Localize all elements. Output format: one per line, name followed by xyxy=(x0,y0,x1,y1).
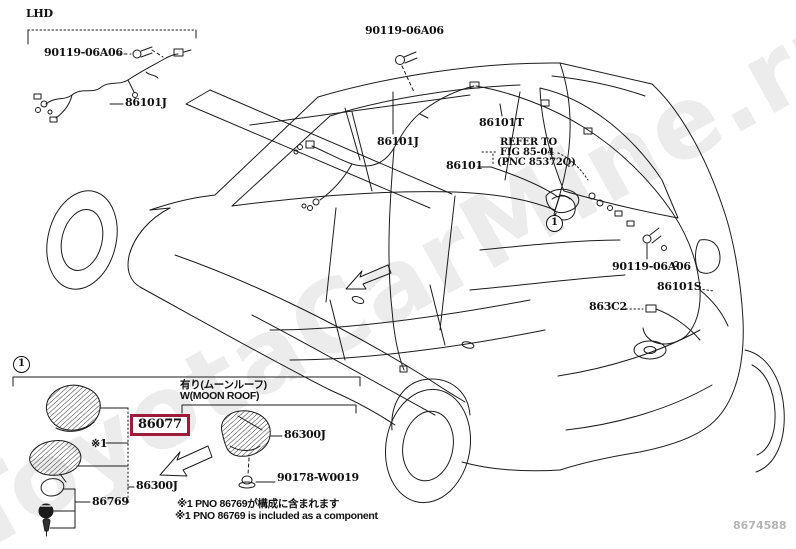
moonroof-lamp-drawing xyxy=(221,410,283,489)
moonroof-lamp-label[interactable]: 86300J xyxy=(284,428,326,441)
rear-harness-drawing xyxy=(475,85,729,345)
inset-bracket xyxy=(27,29,197,45)
callout-1-car[interactable]: 1 xyxy=(546,215,563,232)
lamp-assy-label[interactable]: 86300J xyxy=(136,479,178,492)
car-body-drawing xyxy=(46,62,785,504)
callout-1-section[interactable]: 1 xyxy=(13,356,30,373)
roof-harness-label[interactable]: 86101J xyxy=(377,135,419,148)
direction-arrow-car xyxy=(345,264,392,290)
direction-arrow-section xyxy=(159,445,213,477)
footnote-en: ※1 PNO 86769 is included as a component xyxy=(175,510,378,522)
ref-mark-label: ※1 xyxy=(91,437,108,450)
main-harness-label[interactable]: 86101 xyxy=(446,159,483,172)
highlighted-part-box[interactable]: 86077 xyxy=(130,414,190,436)
refer-note-line2: FIG 85-04 xyxy=(500,147,554,158)
inset-harness-label[interactable]: 86101J xyxy=(125,96,167,109)
section-bracket xyxy=(12,376,361,414)
moonroof-note-jp: 有り(ムーンルーフ) xyxy=(180,379,267,391)
bolt-right-label[interactable]: 90119-06A06 xyxy=(612,260,691,273)
nut-label[interactable]: 90178-W0019 xyxy=(277,471,359,484)
inset-harness-drawing xyxy=(33,46,192,123)
roof-harness-drawing xyxy=(293,51,480,373)
quarter-harness-label[interactable]: 86101T xyxy=(479,116,524,129)
inset-title: LHD xyxy=(26,7,53,20)
bulb-kit-label[interactable]: 86769 xyxy=(92,495,129,508)
figure-code: 8674588 xyxy=(733,519,787,532)
clamp-label[interactable]: 863C2 xyxy=(589,300,627,313)
bolt-top-label[interactable]: 90119-06A06 xyxy=(365,24,444,37)
bulb-kit-drawing xyxy=(38,478,91,537)
lamp-assy-lens-drawing xyxy=(29,440,129,483)
refer-note-line1: REFER TO xyxy=(500,137,557,148)
moonroof-note-en: W(MOON ROOF) xyxy=(180,390,260,402)
bolt-left-label[interactable]: 90119-06A06 xyxy=(44,46,123,59)
refer-note-line3: (PNC 85372Q) xyxy=(497,157,576,168)
leader-lines-section xyxy=(105,407,135,504)
back-door-harness-label[interactable]: 86101S xyxy=(657,280,702,293)
footnote-jp: ※1 PNO 86769が構成に含まれます xyxy=(177,498,340,510)
map-lamp-lens-drawing xyxy=(46,384,129,432)
